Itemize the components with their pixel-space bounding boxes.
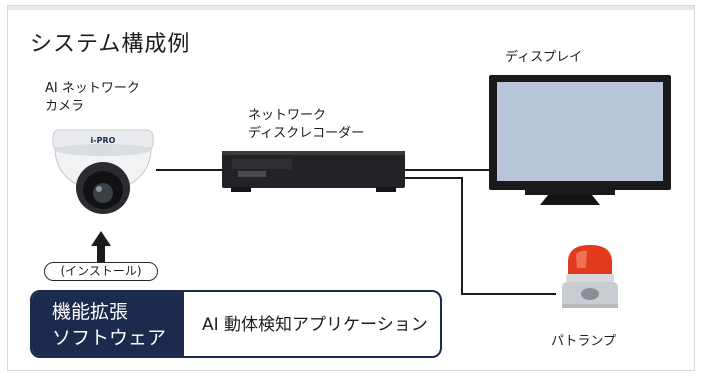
software-category: 機能拡張 ソフトウェア bbox=[32, 292, 184, 356]
diagram-title: システム構成例 bbox=[30, 32, 191, 57]
recorder-label: ネットワーク ディスクレコーダー bbox=[248, 107, 364, 143]
lamp-label: パトランプ bbox=[551, 334, 617, 349]
camera-label: AI ネットワーク カメラ bbox=[45, 80, 140, 116]
recorder-to-lamp-line bbox=[405, 177, 556, 295]
recorder-icon bbox=[222, 151, 405, 192]
top-rule bbox=[8, 6, 694, 10]
camera-label-line2: カメラ bbox=[45, 99, 85, 114]
recorder-label-line1: ネットワーク bbox=[248, 108, 327, 123]
display-label: ディスプレイ bbox=[505, 50, 583, 65]
patrol-lamp-icon bbox=[562, 245, 618, 308]
camera-label-line1: AI ネットワーク bbox=[45, 81, 140, 96]
recorder-label-line2: ディスクレコーダー bbox=[248, 126, 365, 141]
monitor-icon bbox=[489, 75, 671, 205]
software-name: AI 動体検知アプリケーション bbox=[202, 315, 428, 335]
install-badge: (インストール) bbox=[44, 262, 158, 281]
software-category-line1: 機能拡張 bbox=[52, 301, 129, 323]
dome-camera-icon bbox=[52, 129, 154, 214]
install-arrow-icon bbox=[91, 231, 111, 262]
software-box: 機能拡張 ソフトウェア AI 動体検知アプリケーション bbox=[30, 290, 442, 358]
camera-brand-text: i-PRO bbox=[91, 136, 116, 145]
software-category-line2: ソフトウェア bbox=[52, 327, 167, 349]
